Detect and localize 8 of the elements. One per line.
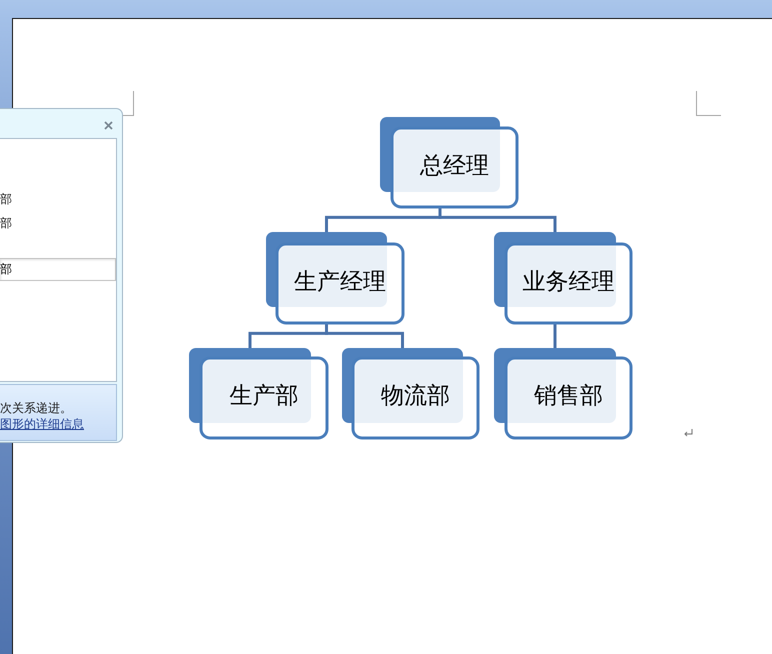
details-link: 图形的详细信息 [0,417,84,431]
connector-line [325,324,404,348]
list-item-text: 部 [0,192,12,206]
connector-line [554,324,556,348]
input-field: 部 [0,258,116,281]
connector-line [438,208,556,232]
list-item-text: 部 [0,216,12,230]
hint-text: 次关系递进。 [0,401,72,415]
